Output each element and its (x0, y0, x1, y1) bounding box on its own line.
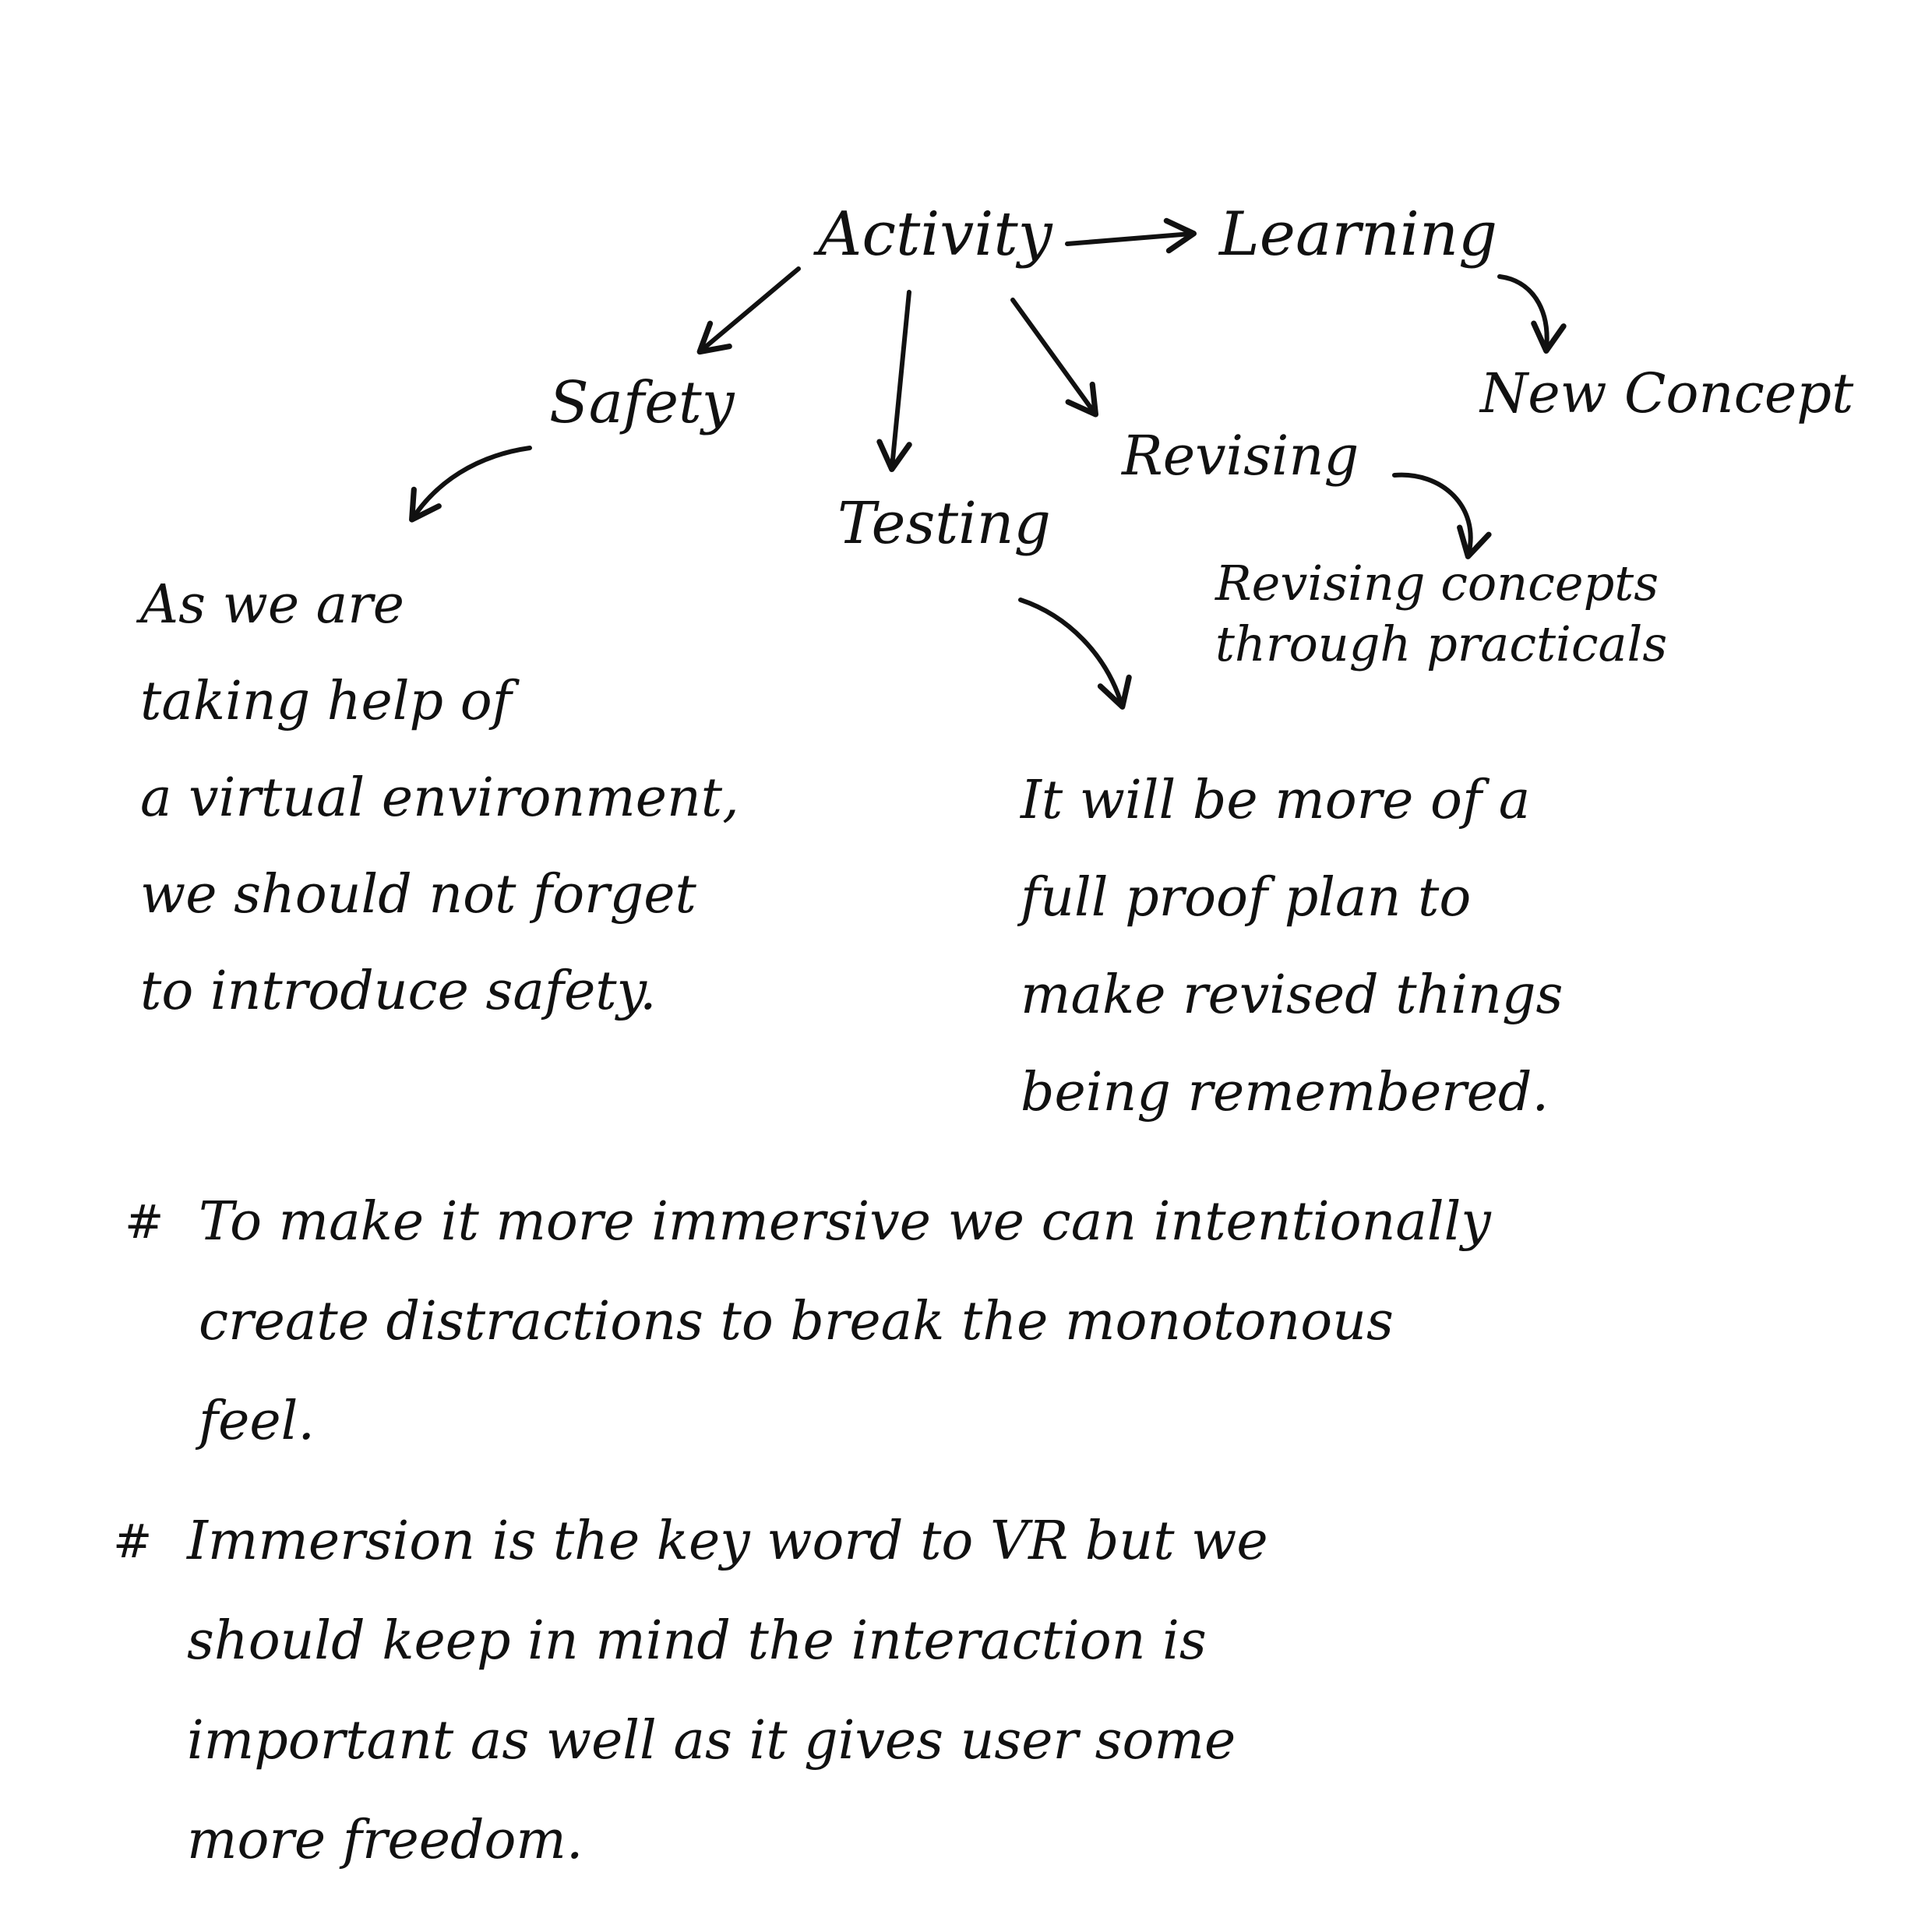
node-activity: Activity (818, 199, 1052, 270)
hash-bullet: # (113, 1514, 153, 1569)
note-line: create distractions to break the monoton… (199, 1291, 1394, 1352)
arrow-safety-to-safety-text (409, 446, 532, 523)
arrow-activity-to-revising (1010, 298, 1099, 418)
revising-line: Revising concepts (1215, 555, 1659, 612)
testing-line: full proof plan to (1021, 867, 1472, 929)
note-line: feel. (199, 1391, 316, 1452)
arrow-learning-to-new-concept (1497, 274, 1567, 354)
note-text: To make it more immersive we can intenti… (199, 1172, 1866, 1472)
testing-line: It will be more of a (1021, 770, 1531, 831)
revising-line: through practicals (1215, 615, 1668, 672)
arrow-revising-to-revising-text (1392, 472, 1492, 559)
node-learning: Learning (1219, 199, 1498, 270)
note-line: important as well as it gives user some (187, 1710, 1236, 1772)
note-text: Immersion is the key word to VR but we s… (187, 1492, 1854, 1891)
safety-line: we should not forget (140, 864, 696, 925)
hash-bullet: # (125, 1195, 164, 1250)
safety-description: As we are taking help of a virtual envir… (140, 557, 982, 1040)
arrow-activity-to-testing (876, 290, 912, 472)
arrow-activity-to-learning (1065, 217, 1197, 254)
testing-description: It will be more of a full proof plan to … (1021, 752, 1784, 1141)
revising-description: Revising concepts through practicals (1215, 553, 1854, 675)
node-revising: Revising (1122, 424, 1359, 488)
node-testing: Testing (837, 490, 1051, 557)
arrow-testing-to-testing-text (1018, 598, 1132, 710)
node-safety: Safety (549, 369, 735, 436)
safety-line: taking help of (140, 671, 512, 732)
testing-line: make revised things (1021, 964, 1564, 1026)
safety-line: As we are (140, 574, 404, 636)
note-line: To make it more immersive we can intenti… (199, 1191, 1491, 1253)
note-line: more freedom. (187, 1810, 583, 1871)
node-new-concept: New Concept (1480, 361, 1854, 425)
note-line: should keep in mind the interaction is (187, 1610, 1207, 1672)
safety-line: to introduce safety. (140, 961, 657, 1022)
arrow-activity-to-safety (696, 266, 801, 355)
testing-line: being remembered. (1021, 1062, 1549, 1123)
note-line: Immersion is the key word to VR but we (187, 1511, 1268, 1572)
safety-line: a virtual environment, (140, 767, 739, 829)
